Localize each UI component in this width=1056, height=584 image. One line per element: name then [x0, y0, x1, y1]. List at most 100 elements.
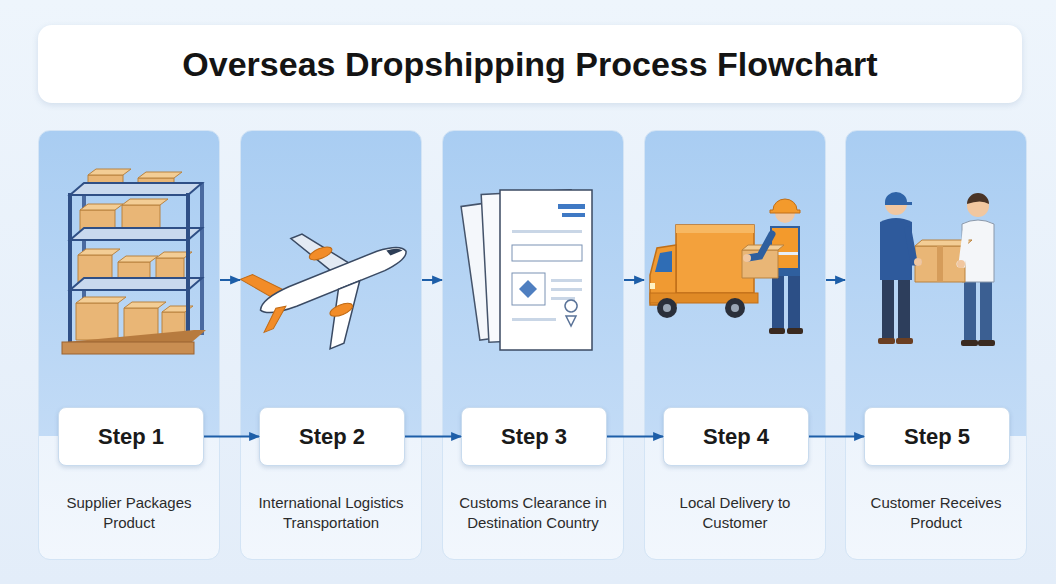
stabilizer: [257, 304, 292, 332]
leg: [898, 278, 910, 340]
safety-vest: [772, 228, 798, 268]
box: [124, 302, 166, 308]
arm: [748, 234, 772, 258]
hand: [914, 258, 922, 266]
text-line: [512, 230, 582, 233]
arm: [960, 232, 966, 264]
hard-hat: [770, 199, 800, 213]
shelf-plank: [70, 228, 202, 240]
flow-arrow: [826, 279, 845, 281]
shelf-plank: [70, 183, 202, 195]
pin-icon: [565, 300, 577, 326]
shelf-post: [200, 183, 204, 335]
engine: [328, 301, 354, 319]
box: [76, 303, 118, 340]
hand: [743, 254, 751, 262]
leg: [882, 278, 894, 340]
shoe: [787, 328, 803, 334]
fuselage: [256, 241, 409, 319]
box: [118, 262, 150, 290]
shirt: [770, 226, 800, 276]
step-label: Step 4: [703, 424, 769, 450]
box: [138, 172, 182, 178]
paper: [461, 195, 564, 341]
headlight: [650, 283, 655, 289]
wheel: [731, 304, 739, 312]
box: [80, 204, 123, 210]
step-label: Step 1: [98, 424, 164, 450]
leg: [964, 280, 976, 342]
truck-window: [655, 251, 672, 272]
text-line: [512, 318, 556, 321]
flow-arrow: [624, 279, 644, 281]
leg: [788, 274, 800, 330]
flow-arrow: [422, 279, 442, 281]
head: [885, 193, 907, 215]
box: [118, 256, 158, 262]
shelf-post: [68, 193, 72, 343]
vest-stripe: [772, 252, 798, 255]
shoe: [769, 328, 785, 334]
box: [915, 240, 972, 246]
step-box: Step 5: [864, 407, 1010, 466]
shoe: [978, 340, 995, 346]
engine: [308, 244, 334, 262]
cargo-box: [676, 225, 754, 293]
box: [88, 169, 131, 175]
step-box: Step 4: [663, 407, 809, 466]
shelf-illustration: [62, 169, 206, 354]
airplane-illustration: [233, 200, 429, 370]
box: [88, 175, 123, 195]
pallet: [62, 342, 194, 354]
box: [915, 246, 965, 282]
diagram-title: Overseas Dropshipping Process Flowchart: [182, 45, 877, 84]
wing: [311, 281, 380, 349]
wing: [291, 222, 350, 281]
truck-chassis: [650, 293, 758, 303]
flow-arrow: [405, 436, 461, 438]
box: [162, 306, 193, 312]
wheel: [657, 298, 677, 318]
step-description: Customs Clearance in Destination Country: [447, 493, 619, 533]
box: [122, 205, 160, 240]
box: [742, 250, 778, 278]
box: [156, 252, 192, 258]
box: [742, 245, 784, 250]
form-field: [512, 273, 545, 305]
cargo-box: [676, 225, 754, 233]
pallet: [66, 330, 206, 342]
shelf-post: [186, 193, 190, 343]
truck-illustration: [650, 225, 758, 318]
step-box: Step 2: [259, 407, 405, 466]
leg: [772, 274, 784, 330]
step-panel: Local Delivery to CustomerStep 4: [644, 130, 826, 560]
flow-arrow: [809, 436, 864, 438]
shirt: [962, 220, 994, 282]
paper: [481, 190, 579, 343]
step-description: Supplier Packages Product: [43, 493, 215, 533]
tail-fin: [240, 265, 285, 305]
head: [967, 195, 989, 217]
shoe: [961, 340, 978, 346]
hair: [967, 193, 989, 204]
shirt: [880, 218, 912, 280]
box: [78, 249, 120, 255]
header-bar: [562, 213, 585, 217]
step-panel: Customs Clearance in Destination Country…: [442, 130, 624, 560]
step-label: Step 5: [904, 424, 970, 450]
arm: [908, 230, 918, 262]
shelf-post: [82, 183, 86, 335]
shoe: [896, 338, 913, 344]
flow-arrow: [607, 436, 663, 438]
text-line: [551, 288, 582, 291]
stamp-icon: [519, 280, 537, 298]
step-description: International Logistics Transportation: [245, 493, 417, 533]
wheel: [725, 298, 745, 318]
cockpit: [386, 245, 402, 256]
shoe: [878, 338, 895, 344]
step-panel: Supplier Packages Product Step 1: [38, 130, 220, 560]
tape: [937, 246, 943, 282]
text-line: [551, 279, 582, 282]
step-panel: Customer Receives ProductStep 5: [845, 130, 1027, 560]
box: [76, 297, 126, 303]
